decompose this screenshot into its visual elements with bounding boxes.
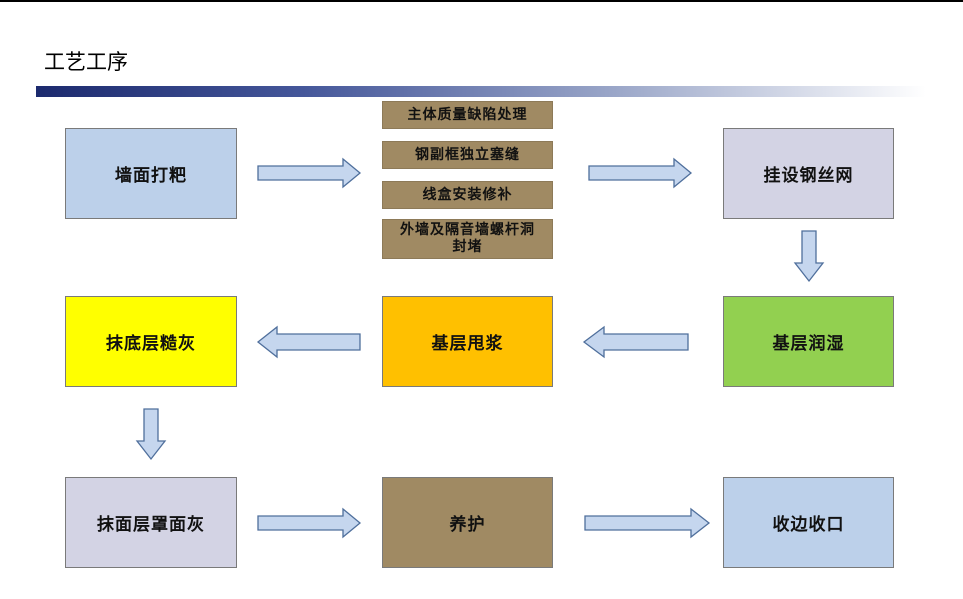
step-label: 基层甩浆	[431, 334, 504, 354]
top-divider-line	[0, 0, 963, 2]
page-title: 工艺工序	[44, 50, 128, 74]
arrow-left-icon	[582, 325, 689, 359]
arrow-right-icon	[257, 507, 362, 539]
substep-bolt-hole-plugging: 外墙及隔音墙螺杆洞封堵	[382, 219, 553, 259]
step-label: 墙面打粑	[115, 166, 187, 186]
substep-label: 外墙及隔音墙螺杆洞封堵	[400, 222, 535, 255]
step-box-curing: 养护	[382, 477, 553, 568]
arrow-right-icon	[588, 157, 693, 189]
step-box-base-render-coat: 抹底层糙灰	[65, 296, 237, 387]
step-label: 基层润湿	[772, 334, 845, 354]
arrow-down-icon	[135, 408, 167, 461]
substep-label: 主体质量缺陷处理	[407, 106, 528, 123]
arrow-right-icon	[584, 507, 711, 539]
title-gradient-bar	[36, 86, 926, 97]
substep-junction-box-repair: 线盒安装修补	[382, 181, 553, 209]
substep-structural-defect-repair: 主体质量缺陷处理	[382, 101, 553, 129]
step-label: 收边收口	[772, 515, 845, 535]
step-label: 挂设钢丝网	[763, 166, 854, 186]
step-box-hang-steel-mesh: 挂设钢丝网	[723, 128, 894, 219]
step-box-base-wetting: 基层润湿	[723, 296, 894, 387]
substep-steel-subframe-sealing: 钢副框独立塞缝	[382, 141, 553, 169]
step-label: 抹面层罩面灰	[97, 515, 205, 535]
substep-label: 钢副框独立塞缝	[415, 146, 520, 163]
step-box-edge-closing: 收边收口	[723, 477, 894, 568]
step-label: 养护	[449, 515, 486, 535]
step-label: 抹底层糙灰	[106, 334, 196, 354]
step-box-finish-coat: 抹面层罩面灰	[65, 477, 237, 568]
arrow-left-icon	[256, 325, 361, 359]
step-box-base-slurry-spray: 基层甩浆	[382, 296, 553, 387]
arrow-down-icon	[793, 230, 825, 283]
substep-label: 线盒安装修补	[422, 186, 513, 203]
arrow-right-icon	[257, 157, 362, 189]
step-box-wall-roughening: 墙面打粑	[65, 128, 237, 219]
